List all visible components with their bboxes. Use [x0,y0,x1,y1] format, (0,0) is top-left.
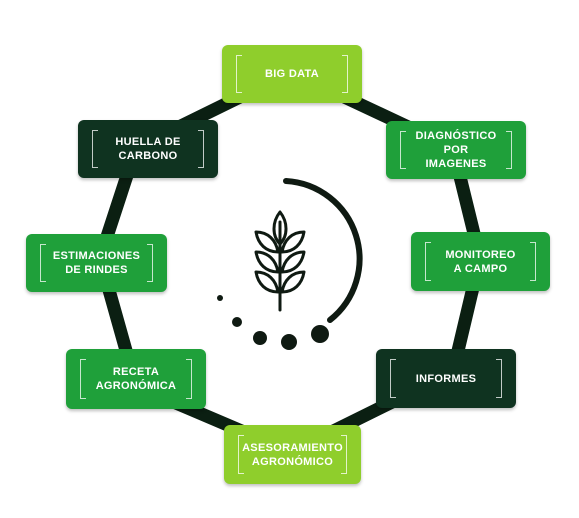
node-label: BIG DATA [265,68,319,80]
node-label: RECETA AGRONÓMICA [95,366,177,392]
node-monitoreo: MONITOREO A CAMPO [411,232,550,291]
progress-dot [253,331,267,345]
node-receta: RECETA AGRONÓMICA [66,349,206,409]
progress-dot [311,325,329,343]
node-label: ASESORAMIENTO AGRONÓMICO [242,441,343,468]
node-label: MONITOREO A CAMPO [445,248,516,275]
progress-dot [217,295,223,301]
progress-dot [281,334,297,350]
node-label: ESTIMACIONES DE RINDES [52,250,141,276]
node-label: DIAGNÓSTICO POR IMAGENES [415,130,497,170]
progress-dot [232,317,242,327]
node-asesoramiento: ASESORAMIENTO AGRONÓMICO [224,425,361,484]
node-big-data: BIG DATA [222,45,362,103]
node-label: HUELLA DE CARBONO [115,136,181,162]
wheat-icon [254,210,306,312]
node-informes: INFORMES [376,349,516,408]
node-huella: HUELLA DE CARBONO [78,120,218,178]
node-label: INFORMES [415,372,477,385]
node-diagnostico: DIAGNÓSTICO POR IMAGENES [386,121,526,179]
node-estimaciones: ESTIMACIONES DE RINDES [26,234,167,292]
progress-arc [283,178,363,323]
